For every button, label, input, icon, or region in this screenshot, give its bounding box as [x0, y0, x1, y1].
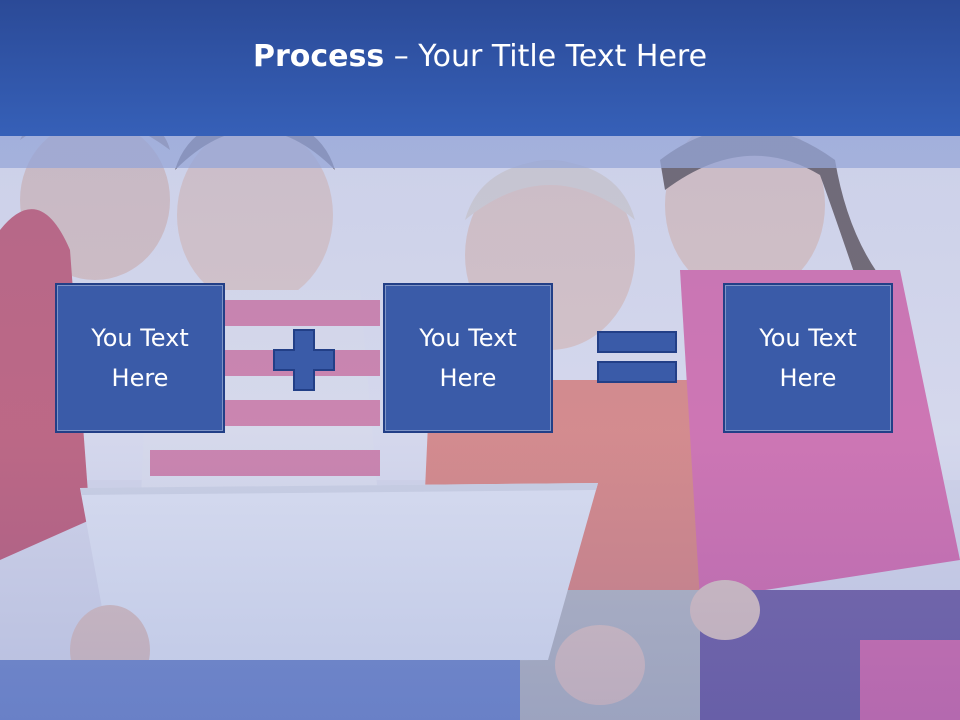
equals-icon [596, 330, 680, 386]
title-rest-part: – Your Title Text Here [384, 38, 708, 74]
process-box-1[interactable]: You Text Here [55, 283, 225, 433]
process-box-3[interactable]: You Text Here [723, 283, 893, 433]
process-box-1-text: You Text Here [91, 324, 189, 392]
title-bold-part: Process [252, 38, 385, 74]
process-box-2-text: You Text Here [419, 324, 517, 392]
plus-icon [272, 328, 336, 392]
process-box-2[interactable]: You Text Here [383, 283, 553, 433]
slide-title[interactable]: Process – Your Title Text Here [253, 39, 707, 74]
title-accent-strip [0, 136, 960, 168]
title-bar: Process – Your Title Text Here [0, 0, 960, 136]
process-box-3-text: You Text Here [759, 324, 857, 392]
